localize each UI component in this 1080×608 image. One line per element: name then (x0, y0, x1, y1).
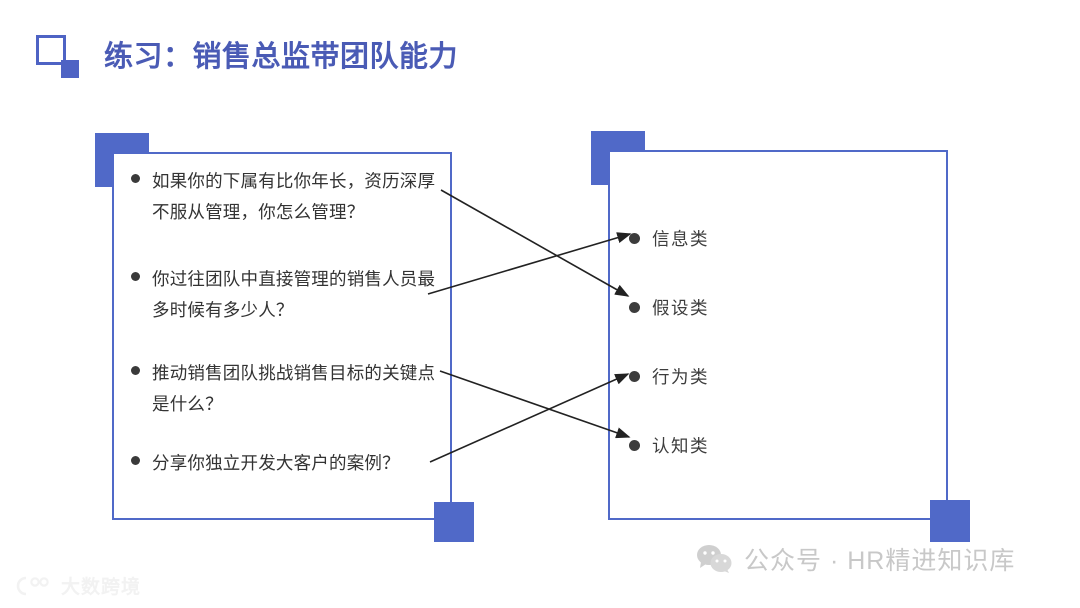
bullet-icon (131, 366, 140, 375)
bullet-icon (629, 440, 640, 451)
bullet-icon (629, 302, 640, 313)
wechat-watermark-text: 公众号 · HR精进知识库 (744, 547, 1016, 575)
connector-line (429, 373, 630, 463)
left-panel-corner-bottom-right (434, 502, 474, 542)
question-text: 分享你独立开发大客户的案例？ (152, 453, 400, 473)
bullet-icon (629, 233, 640, 244)
brand-watermark-text: 大数跨境 (61, 577, 142, 598)
categories-panel (608, 150, 948, 520)
bullet-icon (131, 456, 140, 465)
bullet-icon (131, 272, 140, 281)
category-item: 行为类 (629, 364, 709, 389)
brand-watermark: 大数跨境 (14, 572, 141, 599)
square-filled-shape (61, 60, 79, 78)
wechat-watermark: 公众号 · HR精进知识库 (696, 541, 1015, 577)
question-text: 如果你的下属有比你年长，资历深厚不服从管理，你怎么管理？ (152, 171, 436, 222)
category-item: 信息类 (629, 226, 709, 251)
category-text: 假设类 (652, 298, 709, 318)
square-outline-shape (36, 35, 66, 65)
questions-panel (112, 152, 452, 520)
page-header: 练习：销售总监带团队能力 (34, 24, 458, 84)
category-item: 认知类 (629, 433, 709, 458)
category-text: 认知类 (652, 436, 709, 456)
bullet-icon (629, 371, 640, 382)
category-item: 假设类 (629, 295, 709, 320)
question-text: 推动销售团队挑战销售目标的关键点是什么？ (152, 363, 436, 414)
question-item: 你过往团队中直接管理的销售人员最多时候有多少人？ (131, 264, 447, 326)
wechat-icon (697, 545, 732, 573)
right-panel-corner-bottom-right (930, 500, 970, 542)
question-item: 如果你的下属有比你年长，资历深厚不服从管理，你怎么管理？ (131, 166, 447, 228)
connector-line (439, 370, 631, 439)
bullet-icon (131, 174, 140, 183)
question-item: 分享你独立开发大客户的案例？ (131, 448, 447, 479)
category-text: 信息类 (652, 229, 709, 249)
brand-logo-icon (16, 576, 49, 595)
question-item: 推动销售团队挑战销售目标的关键点是什么？ (131, 358, 447, 420)
connector-line (427, 232, 632, 295)
category-text: 行为类 (652, 367, 709, 387)
square-outline-icon (34, 31, 82, 78)
connector-line (440, 189, 630, 297)
page-title: 练习：销售总监带团队能力 (104, 41, 459, 73)
question-text: 你过往团队中直接管理的销售人员最多时候有多少人？ (152, 269, 436, 320)
